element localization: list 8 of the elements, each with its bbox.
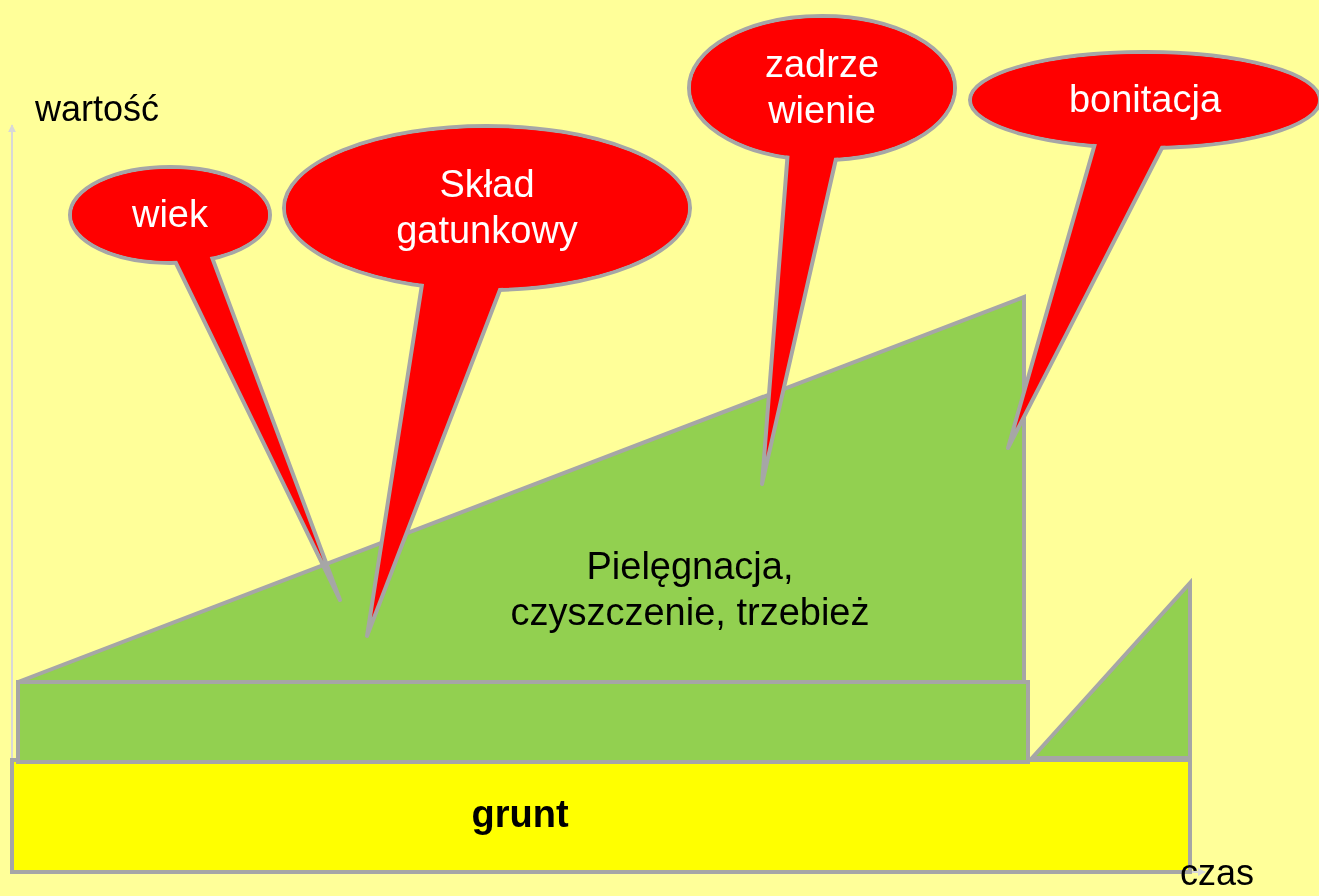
bubble-label: wiek: [131, 192, 209, 238]
bubble-label: zadrze wienie: [763, 42, 881, 133]
axis-label: wartość: [35, 88, 160, 130]
axis-label: czas: [1180, 852, 1255, 894]
ground-label: grunt: [470, 792, 570, 838]
bubble-label: Skład gatunkowy: [395, 162, 579, 253]
area-label: Pielęgnacja, czyszczenie, trzebież: [509, 544, 871, 635]
bubble-label: bonitacja: [1067, 77, 1223, 123]
